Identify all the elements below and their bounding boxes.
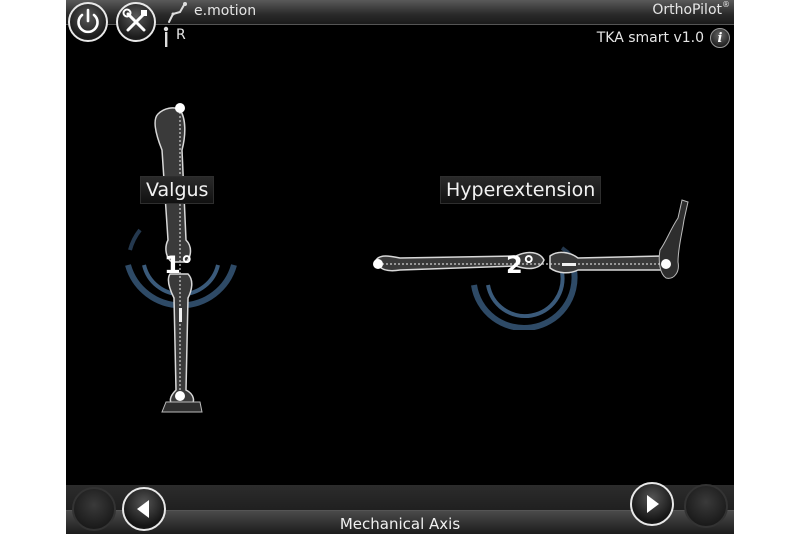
sagittal-angle-arc-inner: [486, 271, 565, 319]
frontal-joint-marker: [179, 308, 182, 322]
sagittal-femur-bone: [375, 251, 545, 272]
sagittal-hip-point: [373, 259, 383, 269]
screen: e.motion R OrthoPilot® TKA smart v1.0 i: [66, 0, 734, 534]
tibia-bone: [167, 273, 195, 407]
power-icon: [77, 8, 99, 34]
sagittal-angle-value: 2°: [506, 251, 535, 279]
brand-name: OrthoPilot: [652, 2, 722, 18]
nav-placeholder-left-button: [72, 487, 116, 531]
triangle-right-icon: [647, 495, 659, 513]
foot-bone: [161, 401, 203, 413]
sagittal-leg-view: [373, 199, 689, 330]
frontal-angle-arc-top: [128, 228, 142, 251]
sagittal-ankle-point: [661, 259, 671, 269]
back-button[interactable]: [122, 487, 166, 531]
info-button[interactable]: i: [710, 28, 730, 48]
sagittal-tibia-bone: [549, 251, 668, 274]
step-title: Mechanical Axis: [339, 515, 461, 533]
power-button[interactable]: [68, 2, 108, 42]
brand-logo: OrthoPilot®: [652, 0, 730, 18]
hip-center-point: [175, 103, 185, 113]
brand-registered-mark: ®: [722, 0, 730, 9]
sagittal-foot-bone: [658, 199, 689, 279]
forward-button[interactable]: [630, 482, 674, 526]
triangle-left-icon: [137, 500, 149, 518]
bottom-title-strip: Mechanical Axis: [66, 510, 734, 534]
sagittal-angle-arc-outer: [471, 269, 578, 330]
side-indicator: R: [176, 27, 186, 43]
info-icon: i: [717, 31, 723, 46]
frontal-view-label: Valgus: [140, 176, 215, 204]
sagittal-joint-marker: [562, 263, 576, 266]
ankle-center-point: [175, 391, 185, 401]
tools-button[interactable]: [116, 2, 156, 42]
leg-motion-icon: [168, 2, 187, 23]
version-label: TKA smart v1.0: [596, 30, 704, 46]
leg-side-icon: [163, 26, 169, 47]
sagittal-view-label: Hyperextension: [440, 176, 602, 204]
nav-placeholder-right-button: [684, 484, 728, 528]
tools-icon: [122, 8, 147, 32]
frontal-angle-value: 1°: [164, 251, 193, 279]
app-name: e.motion: [194, 3, 257, 19]
